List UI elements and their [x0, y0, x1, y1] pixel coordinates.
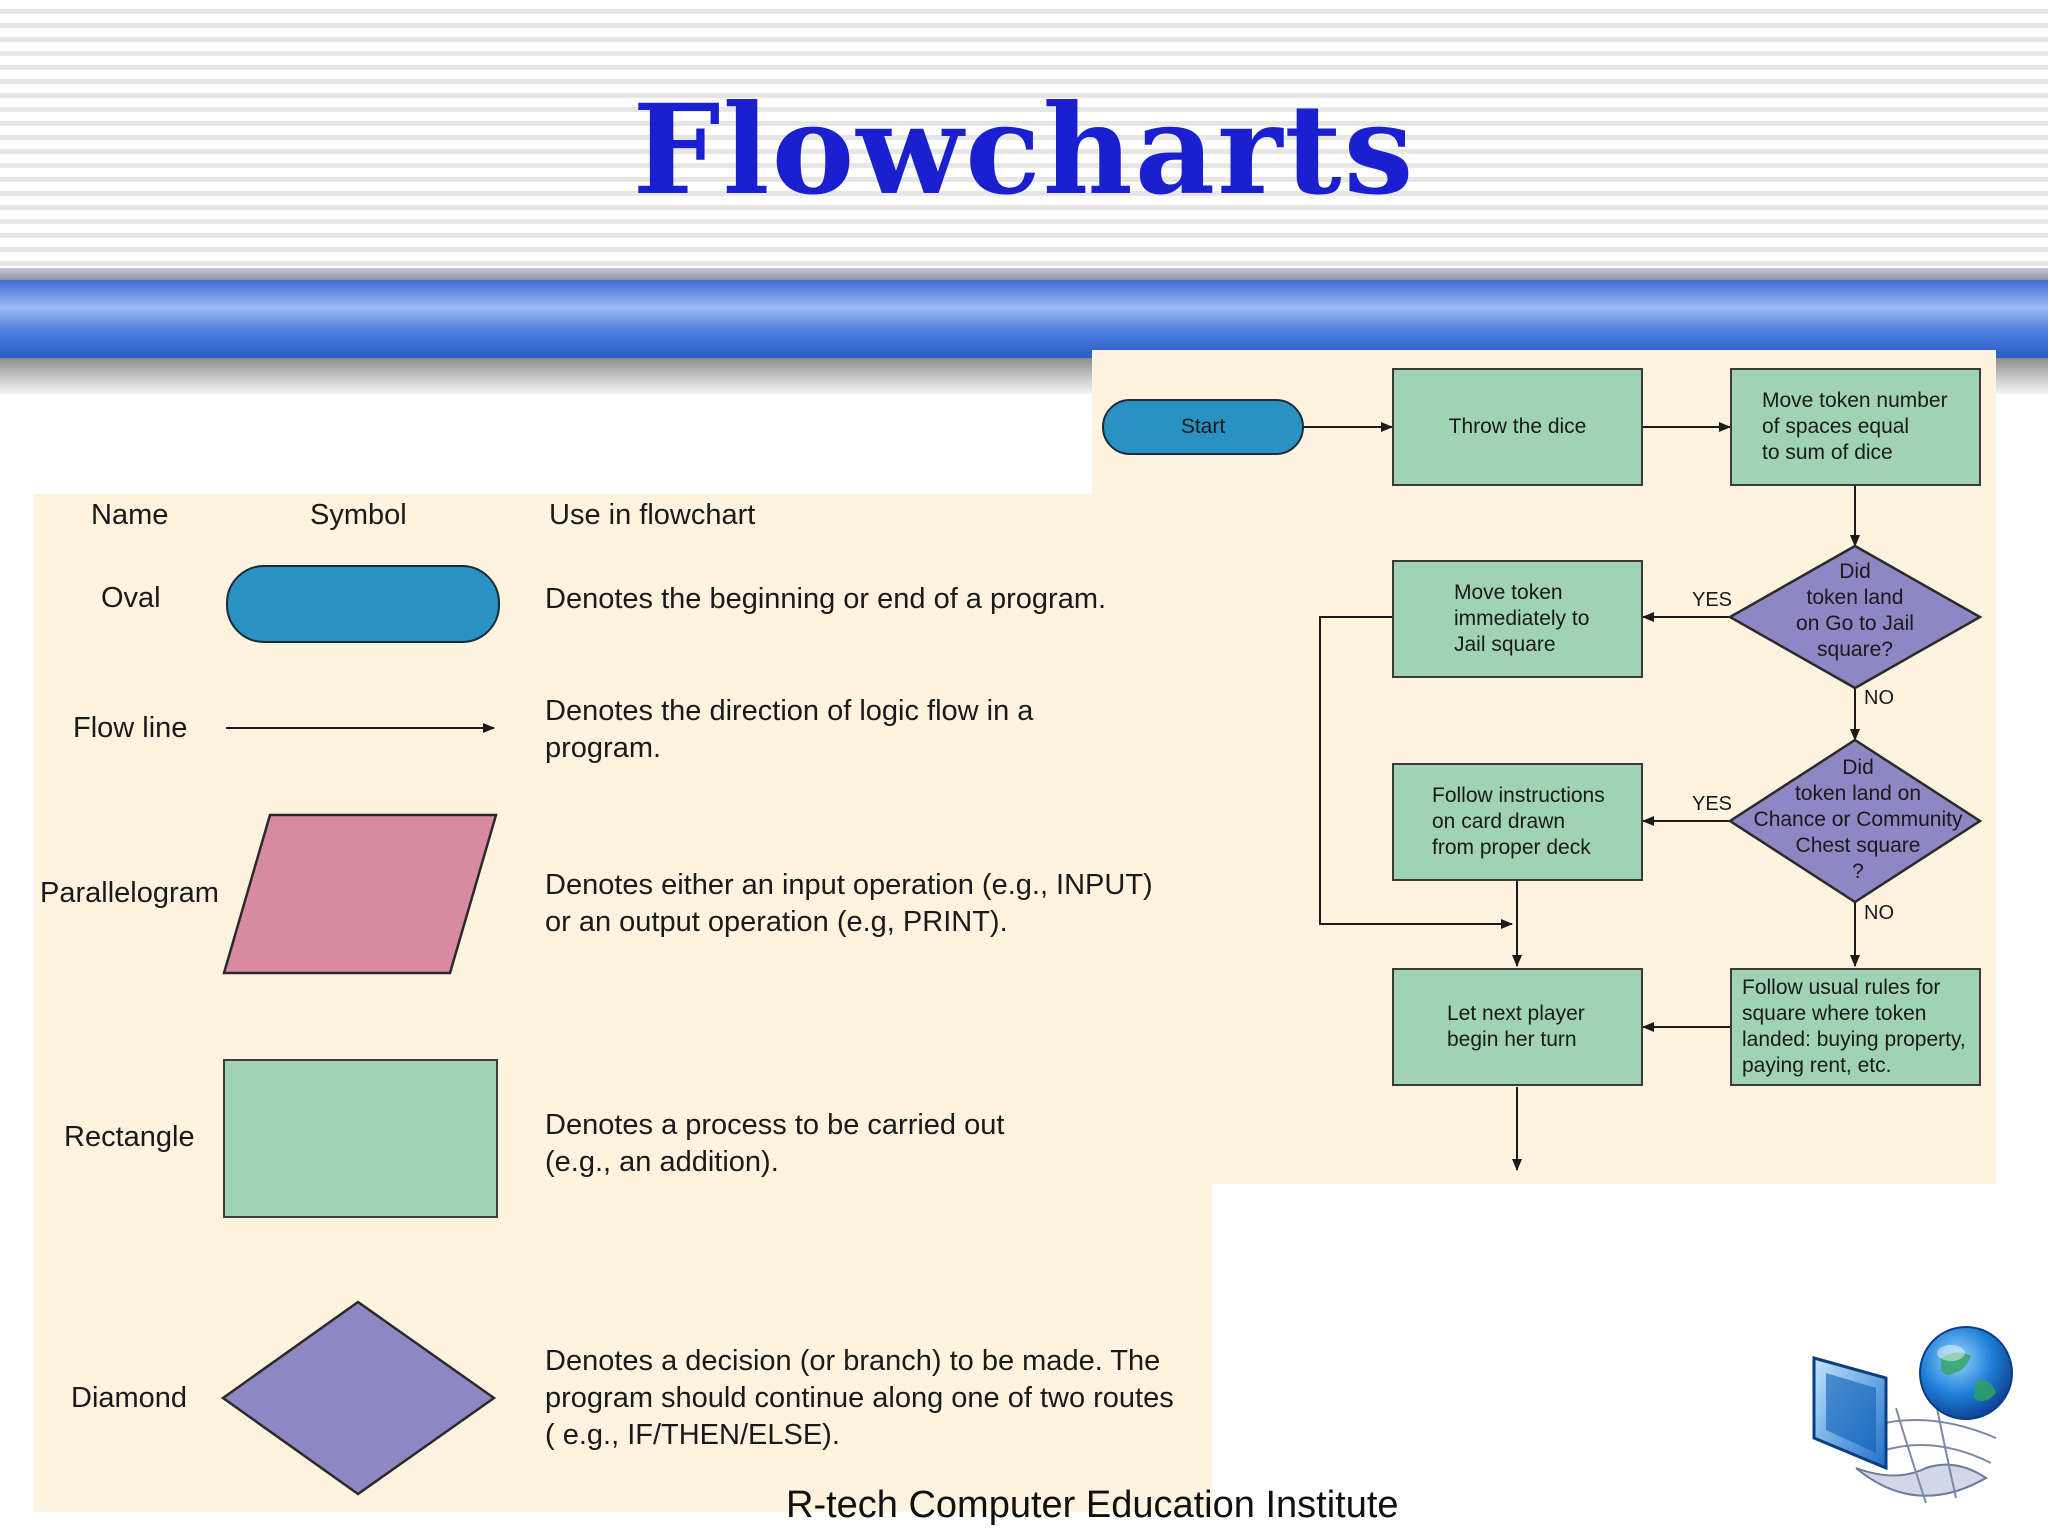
flow-follow-card: Follow instructions on card drawn from p… [1392, 763, 1643, 881]
header-band-blue [0, 280, 2048, 358]
legend-name-rectangle: Rectangle [64, 1121, 195, 1153]
legend-desc-rectangle: Denotes a process to be carried out (e.g… [545, 1109, 1005, 1178]
label-no-jail: NO [1864, 687, 1894, 709]
legend-name-diamond: Diamond [71, 1382, 188, 1414]
flow-usual-rules: Follow usual rules for square where toke… [1730, 968, 1981, 1086]
flow-move-sum-label: Move token number of spaces equal to sum… [1762, 389, 1948, 464]
flow-follow-card-label: Follow instructions on card drawn from p… [1432, 784, 1605, 859]
legend-header-name: Name [91, 499, 169, 531]
decision-chance-text: Did token land on Chance or Community Ch… [1753, 756, 1963, 883]
flow-start-oval: Start [1102, 399, 1304, 455]
label-yes-jail: YES [1692, 589, 1733, 611]
legend-name-oval: Oval [101, 582, 161, 614]
flow-throw-dice: Throw the dice [1392, 368, 1643, 486]
flow-next-player-label: Let next player begin her turn [1447, 1002, 1585, 1051]
flow-move-jail: Move token immediately to Jail square [1392, 560, 1643, 678]
legend-desc-oval: Denotes the beginning or end of a progra… [545, 583, 1107, 615]
legend-name-flowline: Flow line [73, 712, 188, 744]
label-yes-chance: YES [1692, 793, 1733, 815]
legend-desc-parallelogram: Denotes either an input operation (e.g.,… [545, 869, 1153, 938]
legend-desc-diamond: Denotes a decision (or branch) to be mad… [545, 1345, 1174, 1451]
flow-move-jail-label: Move token immediately to Jail square [1454, 581, 1590, 656]
flow-usual-rules-label: Follow usual rules for square where toke… [1742, 976, 1966, 1077]
header-stripes [0, 0, 2048, 270]
label-no-chance: NO [1864, 902, 1894, 924]
oval-symbol [226, 565, 500, 643]
flow-move-sum: Move token number of spaces equal to sum… [1730, 368, 1981, 486]
flow-start-label: Start [1180, 415, 1226, 438]
globe-computer-logo-icon [1812, 1326, 2013, 1504]
flow-throw-label: Throw the dice [1448, 415, 1587, 438]
page-title: Flowcharts [632, 78, 1416, 223]
header-band-top [0, 268, 2048, 282]
flow-next-player: Let next player begin her turn [1392, 968, 1643, 1086]
legend-header-symbol: Symbol [310, 499, 407, 531]
legend-name-parallelogram: Parallelogram [40, 877, 219, 909]
decision-jail-text: Did token land on Go to Jail square? [1796, 560, 1914, 661]
footer-institute: R-tech Computer Education Institute [786, 1484, 1399, 1526]
legend-header-use: Use in flowchart [549, 499, 756, 531]
rectangle-symbol [223, 1059, 498, 1218]
legend-desc-flowline: Denotes the direction of logic flow in a… [545, 695, 1034, 764]
